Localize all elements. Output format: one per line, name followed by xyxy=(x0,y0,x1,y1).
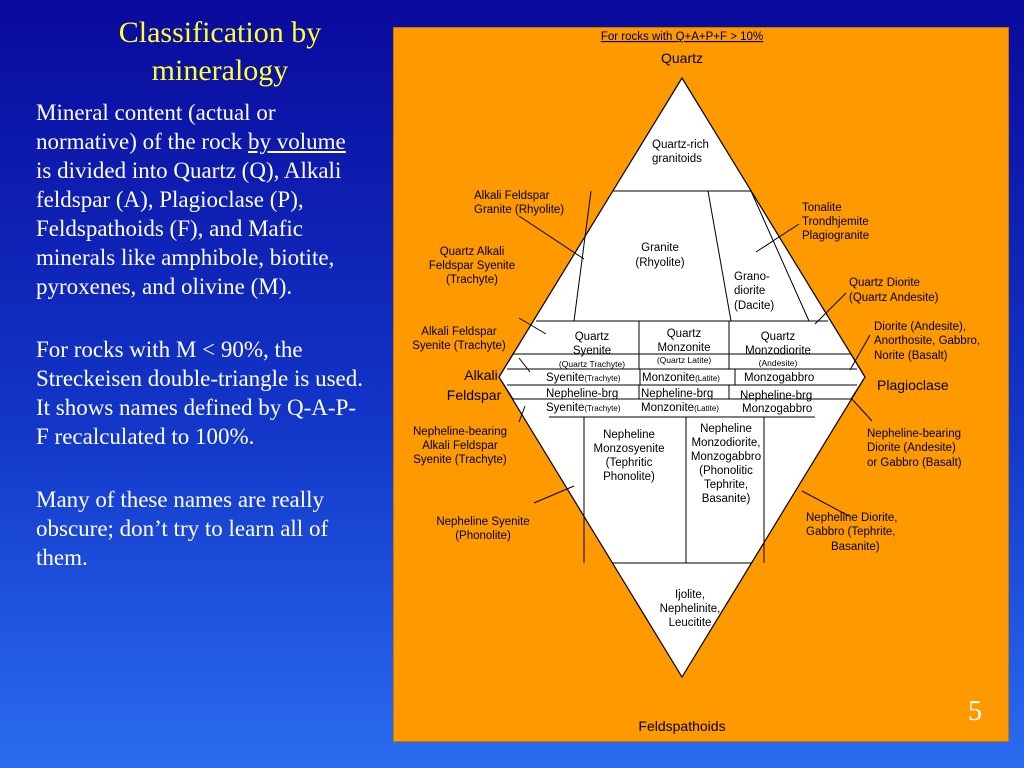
field-quartz-syenite-1: Quartz xyxy=(575,331,610,343)
field-quartz-monzonite-2: Monzonite xyxy=(657,342,710,354)
callout-quartz-diorite-2: (Quartz Andesite) xyxy=(849,292,939,304)
callout-diorite-2: Anorthosite, Gabbro, xyxy=(874,335,980,347)
field-neph-monzodiorite-4: (Phonolitic xyxy=(699,465,753,477)
callout-q-af-syenite-1: Quartz Alkali xyxy=(440,246,505,258)
field-neph-monzodiorite-1: Nepheline xyxy=(700,423,752,435)
callout-tonalite-3: Plagiogranite xyxy=(802,230,869,242)
field-neph-monzonite-2a: Monzonite xyxy=(641,402,694,414)
field-ijolite-1: Ijolite, xyxy=(675,589,705,601)
field-neph-monzogabbro-2: Monzogabbro xyxy=(742,403,812,415)
paragraph-1: Mineral content (actual or normative) of… xyxy=(36,98,366,301)
field-ijolite-2: Nephelinite, xyxy=(660,603,721,615)
callout-neph-diorite-2: Gabbro (Tephrite, xyxy=(806,526,896,538)
field-neph-monzodiorite-3: Monzogabbro xyxy=(691,451,761,463)
callout-q-af-syenite-3: (Trachyte) xyxy=(446,274,498,286)
apex-plagioclase-label: Plagioclase xyxy=(877,377,949,393)
callout-q-af-syenite-2: Feldspar Syenite xyxy=(429,260,515,272)
callout-nb-diorite-1: Nepheline-bearing xyxy=(867,428,961,440)
field-labels: Quartz-rich granitoids Granite (Rhyolite… xyxy=(546,139,814,629)
callout-neph-diorite-3: Basanite) xyxy=(831,541,880,553)
field-neph-monzodiorite-2: Monzodiorite, xyxy=(691,437,760,449)
field-neph-monzonite-2b: (Latite) xyxy=(694,404,719,413)
title-line-2: mineralogy xyxy=(151,54,289,87)
callout-tonalite-2: Trondhjemite xyxy=(802,216,869,228)
para1-text-a: Mineral content (actual or normative) of… xyxy=(36,100,276,154)
qapf-diagram-panel: For rocks with Q+A+P+F > 10% Quartz Alka… xyxy=(393,27,1009,742)
callout-tonalite-1: Tonalite xyxy=(802,202,842,214)
title-line-1: Classification by xyxy=(118,16,322,49)
callout-nb-af-syenite-3: Syenite (Trachyte) xyxy=(413,454,507,466)
callout-leaders xyxy=(518,215,873,517)
field-neph-monzodiorite-5: Tephrite, xyxy=(704,479,748,491)
slide-title: Classification by mineralogy xyxy=(70,14,370,90)
callout-nb-af-syenite-2: Alkali Feldspar xyxy=(422,440,498,452)
callout-quartz-diorite-1: Quartz Diorite xyxy=(849,277,920,289)
field-neph-syenite-2a: Syenite xyxy=(546,402,584,414)
paragraph-3: Many of these names are really obscure; … xyxy=(36,487,329,570)
field-syenite: Syenite(Trachyte) xyxy=(546,372,621,384)
field-quartz-rich-1: Quartz-rich xyxy=(652,139,709,151)
apex-feldspathoids-label: Feldspathoids xyxy=(638,718,725,734)
callout-af-granite-1: Alkali Feldspar xyxy=(474,190,550,202)
field-syenite-2: (Trachyte) xyxy=(584,374,620,383)
diagram-header: For rocks with Q+A+P+F > 10% xyxy=(601,31,763,43)
field-neph-monzosyenite-4: Phonolite) xyxy=(603,471,655,483)
callout-nb-diorite-3: or Gabbro (Basalt) xyxy=(867,457,962,469)
field-quartz-monzodiorite-1: Quartz xyxy=(761,331,796,343)
field-granite-2: (Rhyolite) xyxy=(635,257,684,269)
callout-af-syenite-2: Syenite (Trachyte) xyxy=(412,340,506,352)
field-granodiorite-1: Grano- xyxy=(734,271,770,283)
slide-number: 5 xyxy=(968,696,982,727)
field-syenite-1: Syenite xyxy=(546,372,584,384)
apex-alkali-label-1: Alkali xyxy=(464,367,497,383)
callout-af-granite-2: Granite (Rhyolite) xyxy=(474,204,564,216)
field-ijolite-3: Leucitite xyxy=(669,617,712,629)
apex-alkali-label-2: Feldspar xyxy=(447,387,502,403)
callout-neph-syenite-1: Nepheline Syenite xyxy=(436,516,529,528)
callout-neph-syenite-2: (Phonolite) xyxy=(455,530,511,542)
field-monzonite-1: Monzonite xyxy=(642,372,695,384)
double-triangle-shape xyxy=(498,76,866,679)
field-quartz-syenite-2: Syenite xyxy=(573,345,611,357)
field-monzonite: Monzonite(Latite) xyxy=(642,372,720,384)
para1-underlined-text: by volume xyxy=(248,129,346,154)
paragraph-2: For rocks with M < 90%, the Streckeisen … xyxy=(36,337,364,449)
apex-quartz-label: Quartz xyxy=(661,50,703,66)
field-quartz-monzodiorite-3: (Andesite) xyxy=(759,358,798,368)
field-granodiorite-2: diorite xyxy=(734,285,765,297)
field-granite-1: Granite xyxy=(641,242,679,254)
callout-diorite-3: Norite (Basalt) xyxy=(874,350,948,362)
field-neph-monzonite-1: Nepheline-brg xyxy=(641,388,713,400)
slide-body: Mineral content (actual or normative) of… xyxy=(36,98,366,606)
field-neph-monzogabbro-1: Nepheline-brg xyxy=(740,390,812,402)
field-neph-monzodiorite-6: Basanite) xyxy=(702,493,751,505)
callout-diorite-1: Diorite (Andesite), xyxy=(874,321,966,333)
field-neph-syenite-2b: (Trachyte) xyxy=(584,404,620,413)
field-monzonite-2: (Latite) xyxy=(695,374,720,383)
field-quartz-monzonite-1: Quartz xyxy=(667,328,702,340)
field-neph-monzosyenite-1: Nepheline xyxy=(603,429,655,441)
field-neph-monzosyenite-2: Monzosyenite xyxy=(594,443,665,455)
field-quartz-rich-2: granitoids xyxy=(652,153,702,165)
field-granodiorite-3: (Dacite) xyxy=(734,300,774,312)
field-quartz-monzodiorite-2: Monzodiorite xyxy=(745,345,811,357)
field-boundaries xyxy=(498,190,866,564)
para1-text-b: is divided into Quartz (Q), Alkali felds… xyxy=(36,158,342,299)
callout-nb-af-syenite-1: Nepheline-bearing xyxy=(413,426,507,438)
field-quartz-syenite-3: (Quartz Trachyte) xyxy=(559,359,625,369)
callout-nb-diorite-2: Diorite (Andesite) xyxy=(867,442,956,454)
field-neph-syenite-2: Syenite(Trachyte) xyxy=(546,402,621,414)
field-neph-monzosyenite-3: (Tephritic xyxy=(606,457,653,469)
qapf-diagram: For rocks with Q+A+P+F > 10% Quartz Alka… xyxy=(412,31,980,734)
callout-af-syenite-1: Alkali Feldspar xyxy=(421,326,497,338)
field-neph-monzonite-2: Monzonite(Latite) xyxy=(641,402,719,414)
field-quartz-monzonite-3: (Quartz Latite) xyxy=(657,355,711,365)
callout-neph-diorite-1: Nepheline Diorite, xyxy=(806,512,897,524)
field-neph-syenite-1: Nepheline-brg xyxy=(546,388,618,400)
field-monzogabbro: Monzogabbro xyxy=(744,372,814,384)
callout-labels: Alkali Feldspar Granite (Rhyolite) Quart… xyxy=(412,190,980,553)
